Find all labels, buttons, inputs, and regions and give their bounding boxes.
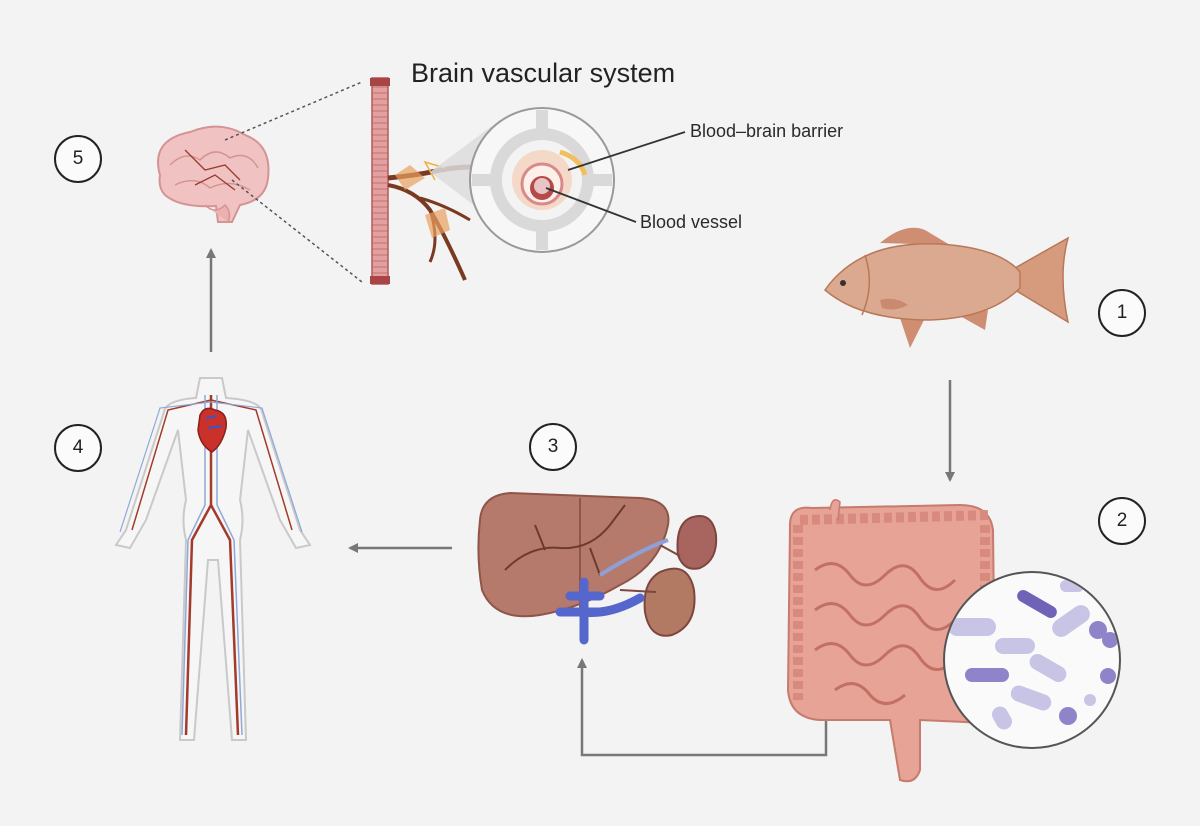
vessel-icon: [370, 77, 491, 285]
label-leaders: [545, 131, 686, 223]
liver-icon: [477, 491, 670, 618]
step-marker-4: 4: [54, 424, 102, 472]
label-blood-brain-barrier: Blood–brain barrier: [690, 121, 844, 141]
arrow-2-to-3: [577, 658, 828, 757]
diagram-title: Brain vascular system: [411, 58, 676, 88]
bacteria-icon: [943, 571, 1121, 749]
body-vasculature-icon: [114, 377, 312, 741]
step-marker-2: 2: [1098, 497, 1146, 545]
intestine-icon: [786, 499, 997, 783]
label-blood-vessel: Blood vessel: [640, 212, 743, 232]
portal-vein-icon: [555, 538, 669, 645]
kidney-icon: [619, 515, 718, 637]
bbb-cross-section-icon: [469, 107, 615, 253]
brain-icon: [157, 125, 270, 223]
step-marker-1: 1: [1098, 289, 1146, 337]
fish-icon: [823, 227, 1070, 348]
step-marker-3: 3: [529, 423, 577, 471]
step-marker-5: 5: [54, 135, 102, 183]
flow-arrows: [206, 248, 955, 757]
zoom-lines: [224, 81, 363, 283]
